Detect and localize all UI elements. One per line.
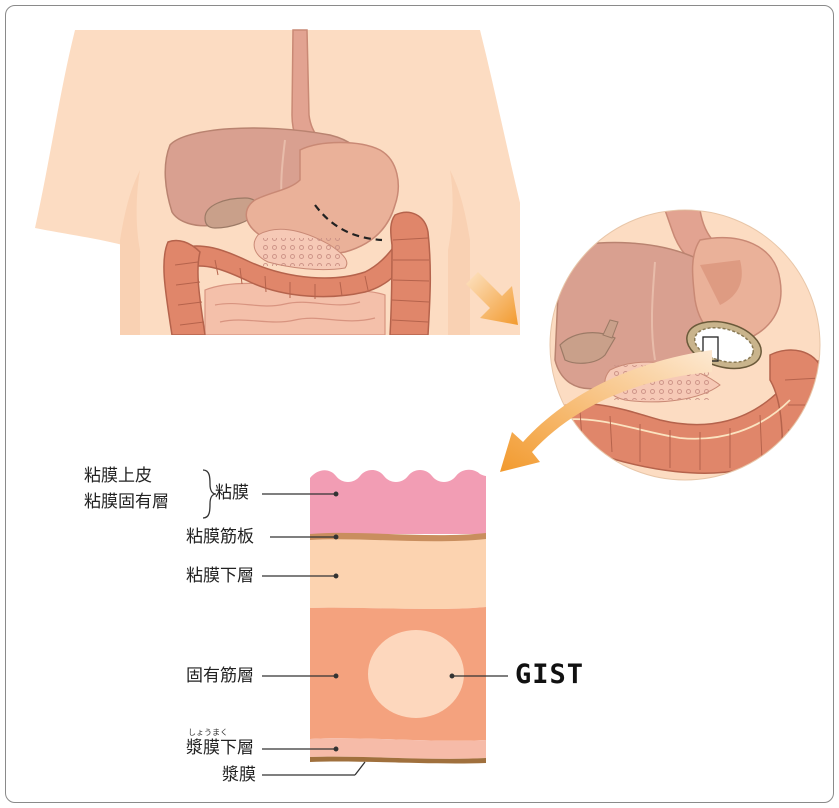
label-subserosa-ruby: しょうまく: [188, 727, 228, 738]
stomach-wall-layers: [310, 470, 486, 764]
ascending-colon: [164, 240, 205, 335]
mucosa-layer: [310, 470, 486, 534]
zoom-circle-illustration: [550, 210, 825, 480]
label-gist: GIST: [515, 659, 584, 690]
label-subserosa: 漿膜下層: [186, 740, 254, 757]
gist-tumor: [368, 630, 464, 718]
label-muscularis-mucosae: 粘膜筋板: [186, 529, 254, 546]
label-muscularis-propria: 固有筋層: [186, 668, 254, 685]
label-submucosa: 粘膜下層: [186, 568, 254, 585]
label-lamina-propria: 粘膜固有層: [84, 494, 169, 511]
label-serosa: 漿膜: [222, 767, 256, 784]
label-mucosal-epithelium: 粘膜上皮: [84, 468, 152, 485]
label-mucosa: 粘膜: [215, 485, 249, 502]
descending-colon: [390, 212, 430, 335]
body-torso-illustration: [35, 30, 535, 335]
